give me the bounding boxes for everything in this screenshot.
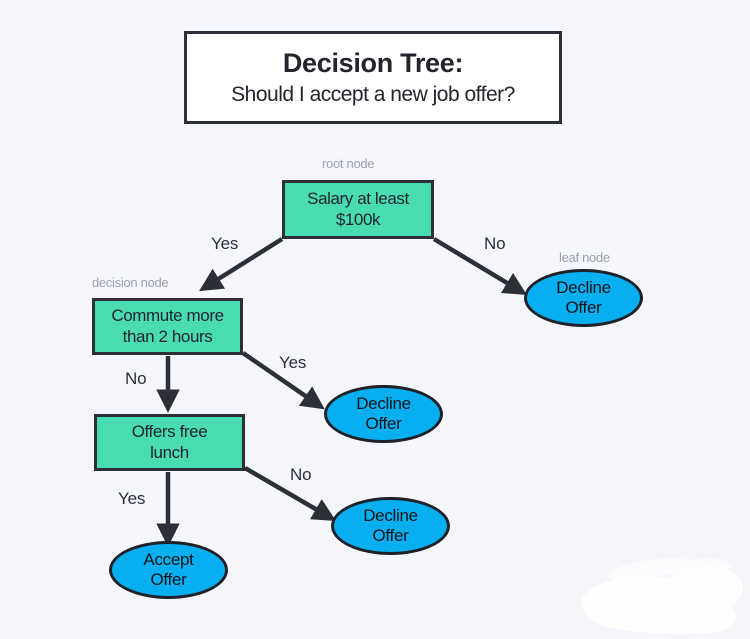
node-decline-offer-3[interactable]: Decline Offer <box>331 497 450 555</box>
node-accept-line1: Accept <box>143 549 194 569</box>
node-accept-line2: Offer <box>150 570 187 589</box>
annotation-root-node: root node <box>322 156 375 171</box>
diagram-title-card: Decision Tree: Should I accept a new job… <box>184 31 562 124</box>
diagram-subtitle: Should I accept a new job offer? <box>231 83 515 107</box>
node-decline-2-line2: Offer <box>365 414 402 433</box>
node-commute-line2: than 2 hours <box>122 326 213 346</box>
node-commute-line1: Commute more <box>111 306 224 326</box>
edge-label-lunch-no: No <box>290 465 312 484</box>
edge-label-commute-no: No <box>125 369 147 388</box>
node-lunch-line1: Offers free <box>131 422 208 442</box>
edge-label-root-yes: Yes <box>211 234 239 253</box>
edge-root-no <box>432 237 528 296</box>
annotation-decision-node: decision node <box>92 275 169 290</box>
node-decline-offer-1[interactable]: Decline Offer <box>524 269 643 327</box>
node-lunch[interactable]: Offers free lunch <box>94 414 245 471</box>
node-decline-1-line2: Offer <box>565 298 602 317</box>
edge-root-yes <box>199 237 284 292</box>
edge-label-commute-yes: Yes <box>279 353 307 372</box>
node-lunch-line2: lunch <box>150 442 189 462</box>
diagram-title: Decision Tree: <box>282 47 464 78</box>
node-root-line2: $100k <box>335 209 381 229</box>
node-decline-1-line1: Decline <box>556 277 611 297</box>
annotation-leaf-node: leaf node <box>559 250 610 265</box>
node-decline-3-line1: Decline <box>363 505 418 525</box>
decorative-blob <box>581 558 744 635</box>
node-commute[interactable]: Commute more than 2 hours <box>92 298 243 355</box>
node-root-salary[interactable]: Salary at least $100k <box>282 180 434 239</box>
edge-label-root-no: No <box>484 234 506 253</box>
edge-commute-yes <box>241 351 325 410</box>
node-decline-2-line1: Decline <box>356 393 411 413</box>
node-decline-offer-2[interactable]: Decline Offer <box>324 385 443 443</box>
node-decline-3-line2: Offer <box>372 526 409 545</box>
edge-label-lunch-yes: Yes <box>118 489 146 508</box>
node-accept-offer[interactable]: Accept Offer <box>109 541 228 599</box>
edge-lunch-no <box>243 466 337 521</box>
node-root-line1: Salary at least <box>307 189 409 209</box>
